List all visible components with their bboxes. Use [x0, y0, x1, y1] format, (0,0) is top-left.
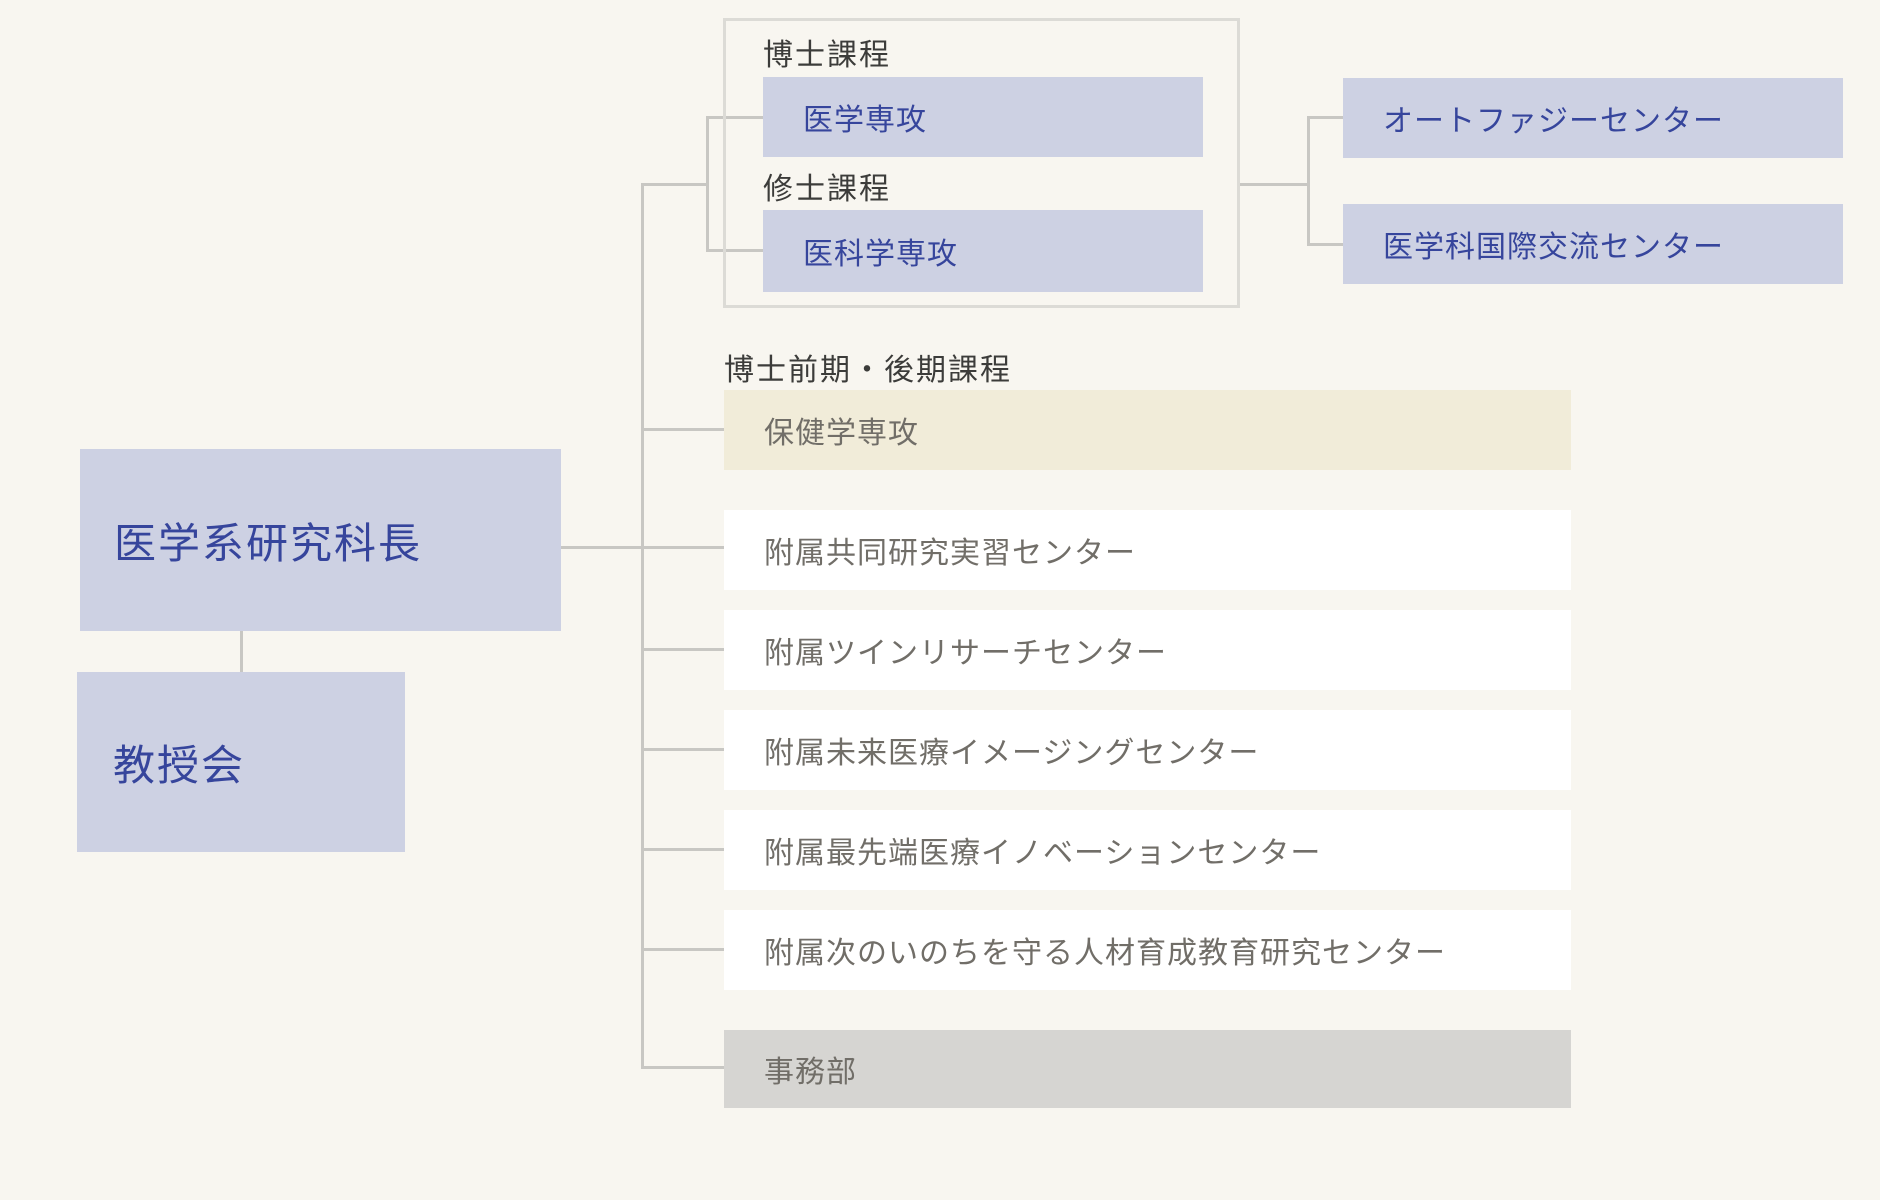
- dean-box-label: 医学系研究科長: [114, 519, 423, 567]
- centers-bracket-bottom-stub: [1307, 243, 1343, 246]
- programs-bracket-vline: [706, 116, 709, 252]
- attached-center-box-5: 附属次のいのちを守る人材育成教育研究センター: [724, 910, 1571, 990]
- international-exchange-center-label: 医学科国際交流センター: [1383, 231, 1724, 264]
- branch-center3-line: [641, 748, 724, 751]
- attached-center-label-1: 附属共同研究実習センター: [764, 537, 1136, 570]
- branch-administration-line: [641, 1066, 724, 1069]
- attached-center-label-2: 附属ツインリサーチセンター: [764, 637, 1167, 670]
- attached-center-box-1: 附属共同研究実習センター: [724, 510, 1571, 590]
- medicine-major-box[interactable]: 医学専攻: [763, 77, 1203, 157]
- graduate-programs-group-box: [723, 18, 1240, 308]
- integrated-doctoral-program-label: 博士前期・後期課程: [724, 354, 1012, 387]
- medical-science-major-label: 医科学専攻: [803, 238, 958, 271]
- attached-center-label-5: 附属次のいのちを守る人材育成教育研究センター: [764, 937, 1446, 970]
- international-exchange-center-box[interactable]: 医学科国際交流センター: [1343, 204, 1843, 284]
- programs-bracket-top-stub: [706, 116, 763, 119]
- attached-center-label-4: 附属最先端医療イノベーションセンター: [764, 837, 1322, 870]
- branch-center2-line: [641, 648, 724, 651]
- attached-center-box-2: 附属ツインリサーチセンター: [724, 610, 1571, 690]
- trunk-to-bracket-hline: [641, 183, 706, 186]
- dean-faculty-connector-line: [240, 631, 243, 672]
- programs-bracket-bottom-stub: [706, 249, 763, 252]
- medicine-major-label: 医学専攻: [803, 104, 927, 137]
- administration-box: 事務部: [724, 1030, 1571, 1108]
- attached-center-box-4: 附属最先端医療イノベーションセンター: [724, 810, 1571, 890]
- attached-center-label-3: 附属未来医療イメージングセンター: [764, 737, 1260, 770]
- branch-center5-line: [641, 948, 724, 951]
- attached-center-box-3: 附属未来医療イメージングセンター: [724, 710, 1571, 790]
- centers-bracket-vline: [1307, 116, 1310, 246]
- faculty-council-box[interactable]: 教授会: [77, 672, 405, 852]
- faculty-council-box-label: 教授会: [113, 741, 246, 789]
- doctoral-program-label: 博士課程: [763, 39, 891, 72]
- groupbox-to-centers-hline: [1240, 183, 1307, 186]
- administration-label: 事務部: [764, 1056, 857, 1089]
- centers-bracket-top-stub: [1307, 116, 1343, 119]
- health-sciences-major-box: 保健学専攻: [724, 390, 1571, 470]
- masters-program-label: 修士課程: [763, 173, 891, 206]
- autophagy-center-box[interactable]: オートファジーセンター: [1343, 78, 1843, 158]
- autophagy-center-label: オートファジーセンター: [1383, 105, 1724, 138]
- trunk-line: [641, 183, 644, 1069]
- dean-box[interactable]: 医学系研究科長: [80, 449, 561, 631]
- branch-health-major-line: [641, 428, 724, 431]
- branch-center4-line: [641, 848, 724, 851]
- health-sciences-major-label: 保健学専攻: [764, 417, 919, 450]
- medical-science-major-box[interactable]: 医科学専攻: [763, 210, 1203, 292]
